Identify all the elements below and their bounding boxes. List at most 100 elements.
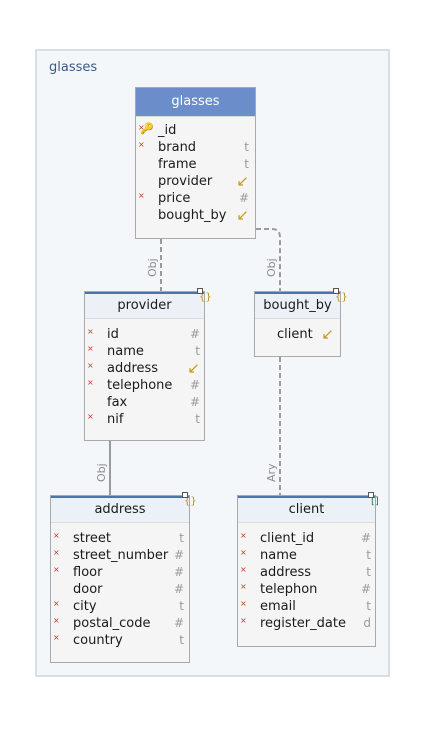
field-row[interactable]: ×street_number# xyxy=(51,548,189,565)
field-type: # xyxy=(360,582,371,596)
field-row[interactable]: × country t xyxy=(51,633,189,650)
field-row[interactable]: × name t xyxy=(85,344,204,361)
field-name: country xyxy=(73,633,123,648)
field-row[interactable]: ×price# xyxy=(136,191,255,208)
field-name: register_date xyxy=(260,616,346,631)
field-name: _id xyxy=(158,123,177,138)
field-row[interactable]: × client_id # xyxy=(238,531,375,548)
field-name: client_id xyxy=(260,531,315,546)
field-type: t xyxy=(366,565,371,579)
field-type: t xyxy=(179,633,184,647)
key-icon: 🔑 xyxy=(140,122,154,135)
field-row[interactable]: × city t xyxy=(51,599,189,616)
field-type: t xyxy=(366,548,371,562)
field-row[interactable]: × telephone # xyxy=(85,378,204,395)
field-type: # xyxy=(173,616,184,630)
required-marker-icon: × xyxy=(240,616,247,625)
field-row[interactable]: door# xyxy=(51,582,189,599)
field-row[interactable]: ×🔑 _id xyxy=(136,122,255,140)
field-type: t xyxy=(366,599,371,613)
resize-handle[interactable] xyxy=(333,288,339,294)
reference-arrow-icon: ↙ xyxy=(236,172,249,190)
field-name: frame xyxy=(158,157,197,172)
field-row[interactable]: ×id# xyxy=(85,327,204,344)
field-type: # xyxy=(173,565,184,579)
field-name: city xyxy=(73,599,97,614)
field-row[interactable]: bought_by↙ xyxy=(136,206,255,225)
reference-arrow-icon: ↙ xyxy=(321,325,334,343)
field-name: brand xyxy=(158,140,197,155)
field-row[interactable]: × postal_code # xyxy=(51,616,189,633)
entity-glasses-header[interactable]: glasses xyxy=(136,88,255,116)
resize-handle[interactable] xyxy=(182,492,188,498)
field-type: t xyxy=(195,412,200,426)
field-name: telephon xyxy=(260,582,318,597)
field-name: street xyxy=(73,531,112,546)
field-row[interactable]: × address t xyxy=(238,565,375,582)
field-type: # xyxy=(360,531,371,545)
field-name: address xyxy=(107,361,159,376)
required-marker-icon: × xyxy=(53,616,60,625)
field-type: # xyxy=(189,327,200,341)
field-row[interactable]: ×floor# xyxy=(51,565,189,582)
entity-address-header[interactable]: address xyxy=(51,496,189,522)
required-marker-icon: × xyxy=(53,599,60,608)
embedded-object-icon: {} xyxy=(199,292,212,303)
field-row[interactable]: ×address↙ xyxy=(85,359,204,378)
field-name: email xyxy=(260,599,296,614)
field-name: telephone xyxy=(107,378,173,393)
entity-client-header[interactable]: client xyxy=(238,496,375,522)
field-name: name xyxy=(260,548,297,563)
field-row[interactable]: client ↙ xyxy=(255,325,340,344)
required-marker-icon: × xyxy=(87,344,94,353)
field-name: name xyxy=(107,344,144,359)
resize-handle[interactable] xyxy=(197,288,203,294)
required-marker-icon: × xyxy=(87,361,94,370)
required-marker-icon: × xyxy=(240,582,247,591)
entity-client-fields: × client_id # × name t × address t × telephon # × ema… xyxy=(238,522,375,647)
field-type: # xyxy=(173,548,184,562)
embedded-object-icon: {} xyxy=(184,496,197,507)
field-name: door xyxy=(73,582,103,597)
field-type: t xyxy=(179,599,184,613)
field-name: postal_code xyxy=(73,616,151,631)
field-name: address xyxy=(260,565,312,580)
required-marker-icon: × xyxy=(53,633,60,642)
field-row[interactable]: fax# xyxy=(85,395,204,412)
field-name: floor xyxy=(73,565,103,580)
field-type: # xyxy=(189,395,200,409)
required-marker-icon: × xyxy=(87,378,94,387)
field-row[interactable]: × name t xyxy=(238,548,375,565)
embedded-object-icon: {} xyxy=(335,292,348,303)
field-name: id xyxy=(107,327,119,342)
entity-bought-by[interactable]: bought_by {} client ↙ xyxy=(254,288,348,357)
field-name: client xyxy=(277,327,313,342)
required-marker-icon: × xyxy=(240,565,247,574)
field-type: t xyxy=(195,344,200,358)
field-row[interactable]: provider↙ xyxy=(136,172,255,191)
required-marker-icon: × xyxy=(240,531,247,540)
required-marker-icon: × xyxy=(138,123,145,132)
resize-handle[interactable] xyxy=(368,492,374,498)
required-marker-icon: × xyxy=(53,548,60,557)
field-row[interactable]: × telephon # xyxy=(238,582,375,599)
field-type: # xyxy=(189,378,200,392)
entity-provider-header[interactable]: provider xyxy=(85,292,204,318)
required-marker-icon: × xyxy=(87,412,94,421)
field-name: bought_by xyxy=(158,208,227,223)
entity-bought-by-header[interactable]: bought_by xyxy=(255,292,340,318)
required-marker-icon: × xyxy=(240,548,247,557)
